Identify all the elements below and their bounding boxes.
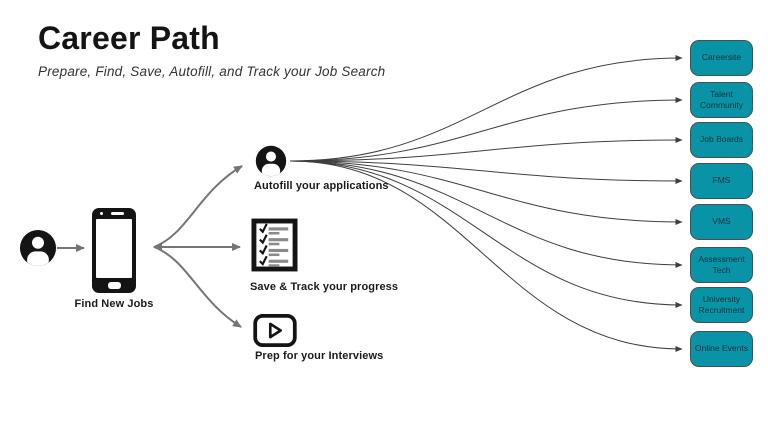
endpoint-vms: VMS — [690, 204, 753, 240]
endpoint-careersite: Careersite — [690, 40, 753, 76]
phone-screen — [96, 219, 132, 278]
fan-connector — [289, 160, 683, 184]
fan-connector — [289, 160, 683, 225]
find-new-jobs-label: Find New Jobs — [74, 298, 154, 310]
fan-connectors — [289, 55, 683, 352]
endpoint-fms: FMS — [690, 163, 753, 199]
endpoint-talent-community: Talent Community — [690, 82, 753, 118]
phone-home-button — [107, 282, 121, 289]
endpoint-job-boards: Job Boards — [690, 122, 753, 158]
endpoint-university-recruitment: University Recruitment — [690, 287, 753, 323]
endpoint-online-events: Online Events — [690, 331, 753, 367]
job-seeker-user-icon — [19, 229, 57, 267]
smartphone-icon — [92, 208, 136, 293]
fan-connector — [289, 55, 683, 162]
fan-connector — [289, 137, 683, 162]
prep-interviews-label: Prep for your Interviews — [255, 350, 384, 362]
arrow-phone-to-prep — [153, 246, 242, 328]
page-subtitle: Prepare, Find, Save, Autofill, and Track… — [38, 64, 386, 79]
fan-connector — [289, 97, 683, 162]
fan-connector — [289, 160, 683, 352]
checklist-icon — [251, 218, 298, 272]
endpoint-assessment-tech: Assessment Tech — [690, 247, 753, 283]
phone-speaker-bar — [111, 212, 124, 215]
fan-connector — [289, 160, 683, 308]
autofill-label: Autofill your applications — [254, 180, 389, 192]
play-video-icon — [253, 314, 297, 347]
fan-connector — [289, 160, 683, 268]
save-track-label: Save & Track your progress — [250, 281, 399, 293]
phone-camera-dot — [100, 212, 103, 215]
arrow-phone-to-autofill — [153, 165, 243, 248]
autofill-user-icon — [255, 145, 287, 177]
page-title: Career Path — [38, 20, 220, 56]
